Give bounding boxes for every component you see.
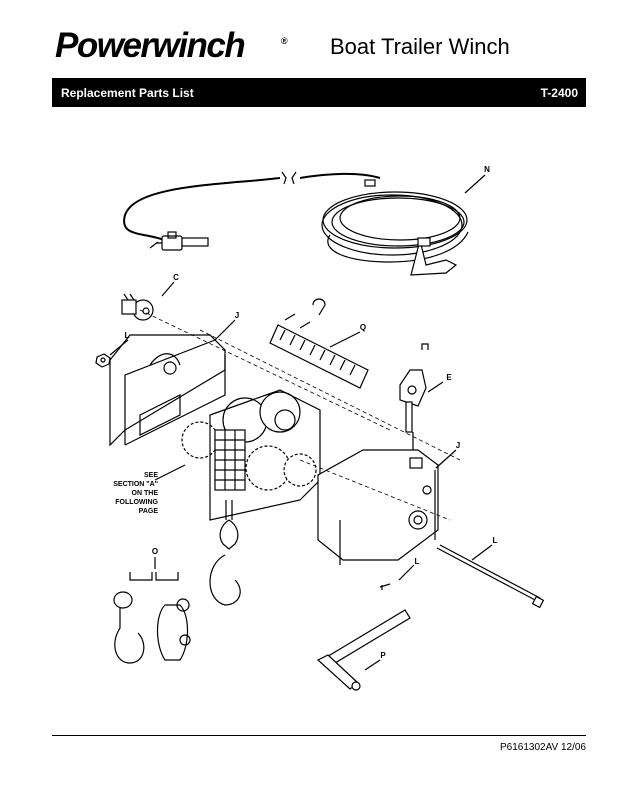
pawl-assembly-icon bbox=[399, 343, 429, 472]
document-title: Boat Trailer Winch bbox=[330, 34, 510, 59]
model-number: T-2400 bbox=[540, 85, 578, 100]
callout-e: E bbox=[446, 373, 452, 382]
callout-l-nut: L bbox=[125, 331, 130, 340]
callout-l-screw: L bbox=[415, 557, 420, 566]
svg-text:ON THE: ON THE bbox=[132, 490, 159, 497]
strap-hook-icon bbox=[209, 500, 241, 606]
rope-icon bbox=[269, 298, 369, 389]
circuit-breaker-icon bbox=[121, 293, 154, 321]
callout-j-right: J bbox=[456, 441, 460, 450]
callout-p: P bbox=[380, 651, 386, 660]
registered-mark: ® bbox=[281, 36, 288, 46]
svg-text:SECTION "A": SECTION "A" bbox=[113, 481, 158, 488]
brand-logo: Powerwinch bbox=[55, 26, 246, 65]
see-section-note: SEE SECTION "A" ON THE FOLLOWING PAGE bbox=[113, 472, 158, 515]
gear-train-icon bbox=[181, 389, 321, 521]
callout-j-left: J bbox=[235, 311, 239, 320]
nut-icon bbox=[95, 353, 111, 368]
svg-text:FOLLOWING: FOLLOWING bbox=[115, 499, 158, 506]
svg-text:SEE: SEE bbox=[144, 472, 158, 479]
svg-text:PAGE: PAGE bbox=[139, 508, 159, 515]
coiled-cable-icon bbox=[321, 179, 469, 276]
toggle-switch-icon bbox=[149, 231, 209, 251]
right-housing-icon bbox=[317, 449, 439, 565]
callout-n: N bbox=[484, 165, 490, 174]
header-bar: Replacement Parts List T-2400 bbox=[52, 78, 586, 107]
callout-l-bolt: L bbox=[493, 536, 498, 545]
document-number: P6161302AV 12/06 bbox=[499, 742, 586, 753]
footer-rule bbox=[52, 735, 586, 736]
callout-q: Q bbox=[360, 323, 366, 332]
screw-icon bbox=[379, 583, 391, 590]
crank-handle-icon bbox=[316, 609, 411, 691]
snatch-block-icon bbox=[113, 572, 191, 664]
callout-o: O bbox=[152, 547, 158, 556]
section-title: Replacement Parts List bbox=[61, 85, 194, 100]
callout-c: C bbox=[173, 273, 179, 282]
left-housing-icon bbox=[109, 334, 226, 447]
long-bolt-icon bbox=[436, 544, 545, 609]
